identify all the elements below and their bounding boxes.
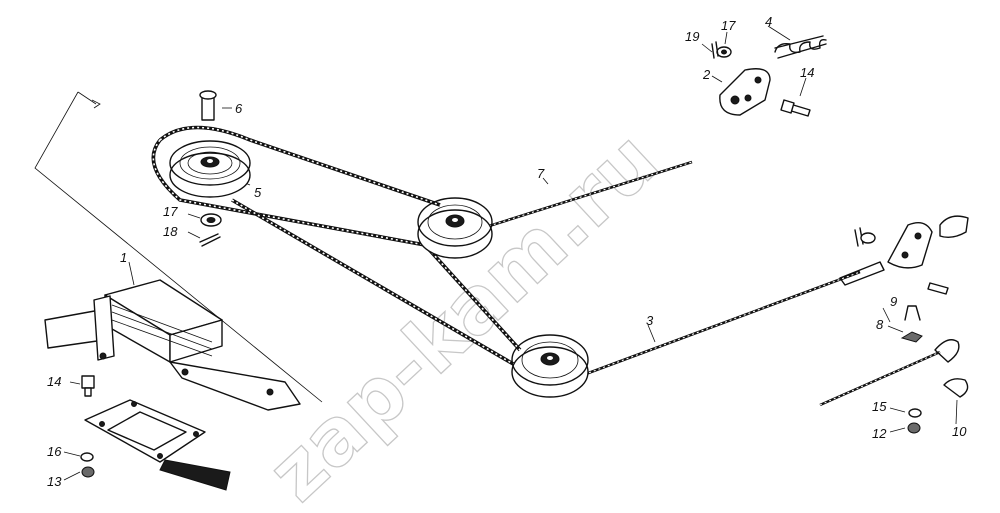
thimble-10	[943, 378, 969, 398]
spring-4	[774, 35, 827, 59]
bolt-14-left	[81, 375, 95, 397]
clamp-9	[904, 305, 921, 321]
washer-16	[80, 452, 94, 462]
callout-17-right: 17	[721, 18, 736, 33]
lever-assembly-right	[839, 215, 969, 295]
clip-8	[900, 331, 923, 343]
callout-8: 8	[876, 317, 884, 332]
washer-15	[908, 408, 922, 418]
callout-17-left: 17	[163, 204, 178, 219]
washer-17-right	[716, 46, 732, 58]
callout-14-right: 14	[800, 65, 814, 80]
callout-16: 16	[47, 444, 62, 459]
pulley-5	[169, 140, 251, 198]
callout-10: 10	[952, 424, 967, 439]
callout-9: 9	[890, 294, 897, 309]
gasket-plate	[84, 399, 231, 491]
callout-4: 4	[765, 14, 772, 29]
housing-1	[44, 279, 301, 411]
drive-cable-loop	[151, 125, 522, 367]
leader-lines	[34, 25, 958, 481]
callout-1: 1	[120, 250, 127, 265]
cotter-pin-18	[199, 233, 221, 247]
lever-2	[719, 68, 771, 116]
washer-17-left	[200, 213, 222, 227]
callout-2: 2	[702, 67, 711, 82]
callout-7: 7	[537, 166, 545, 181]
pin-6	[199, 90, 217, 121]
bolt-14-right	[780, 99, 811, 117]
cotter-pin-19	[711, 41, 719, 59]
callout-3: 3	[646, 313, 654, 328]
callout-12: 12	[872, 426, 887, 441]
pulley-lower	[511, 334, 589, 398]
cable-3	[574, 270, 861, 380]
callout-6: 6	[235, 101, 243, 116]
watermark: zap-kam.ru	[252, 115, 676, 513]
callout-15: 15	[872, 399, 887, 414]
nut-13	[81, 466, 95, 478]
callout-labels: 1 2 3 4 5 6 7 8 9 10 12 13 14 14 15 16 1…	[47, 14, 967, 489]
callout-19: 19	[685, 29, 699, 44]
callout-14-left: 14	[47, 374, 61, 389]
callout-18: 18	[163, 224, 178, 239]
callout-13: 13	[47, 474, 62, 489]
callout-5: 5	[254, 185, 262, 200]
lower-cable	[819, 339, 960, 407]
cable-7	[469, 160, 693, 234]
nut-12	[907, 422, 921, 434]
pulley-middle	[417, 197, 493, 259]
